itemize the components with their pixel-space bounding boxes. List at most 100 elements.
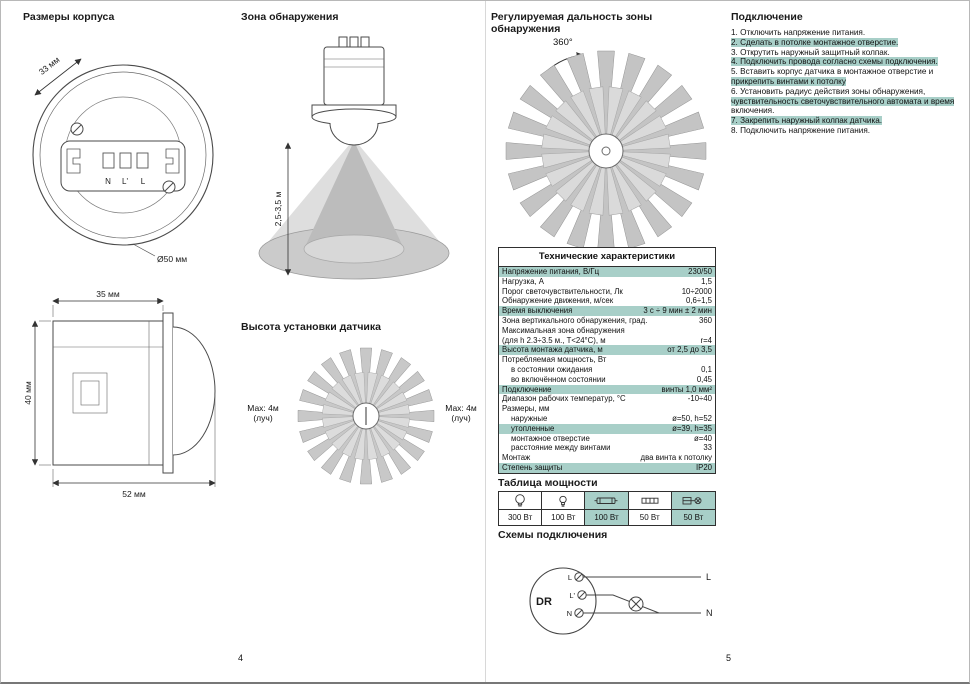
instruction-text: включения. [731,106,775,116]
terminal-label-l1: L' [122,177,128,186]
spec-row: Напряжение питания, В/Гц 230/50 [499,267,715,277]
screw-icon [70,122,84,136]
detection-zone-diagram: 2,5-3,5 м [258,36,450,280]
spec-value: ø=40 [694,433,712,443]
terminal-label-l: L [568,573,572,582]
spec-label: утопленные [511,423,555,433]
instruction-text: 2. Сделать в потолке монтажное отверстие… [731,37,899,47]
instruction-text: 8. Подключить напряжение питания. [731,125,871,135]
housing-top-view-diagram: N L' L 33 мм Ø50 мм [32,54,214,264]
spec-row: в состоянии ожидания 0,1 [499,365,715,375]
spec-label: в состоянии ожидания [511,364,593,374]
mounting-flange [162,312,174,474]
instruction-text: 1. Отключить напряжение питания. [731,28,866,37]
spec-label: Обнаружение движения, м/сек [502,296,614,306]
screw-icon [162,180,176,194]
spec-row: Зона вертикального обнаружения, град. 360 [499,316,715,326]
spec-value: ø=50, h=52 [672,413,712,423]
section-title-detection-zone: Зона обнаружения [241,11,339,23]
adjustable-range-starburst [503,47,709,253]
mount-height-range-label: 2,5-3,5 м [273,192,283,227]
page-number-left: 4 [238,653,244,663]
spec-label: Максимальная зона обнаружения [502,325,625,335]
halogen-lamp-icon [559,495,567,507]
spec-value: 0,1 [701,364,712,374]
spec-label: Нагрузка, А [502,276,544,286]
detection-cone-inner [304,141,404,249]
section-title-adjustable-range: Регулируемая дальность зоны обнаружения [491,11,653,35]
section-title-connection: Подключение [731,11,803,23]
spec-value: 230/50 [688,267,712,276]
spec-row: Диапазон рабочих температур, °С -10÷40 [499,394,715,404]
spec-label: Размеры, мм [502,404,550,414]
spec-value: 3 с ÷ 9 мин ± 2 мин [643,306,712,316]
page-number-right: 5 [726,653,732,663]
spec-row: Максимальная зона обнаружения [499,326,715,336]
spec-label: Потребляемая мощность, Вт [502,355,607,365]
housing-side-view-diagram: 35 мм 40 мм 52 мм [23,289,216,499]
terminal-symbol [574,608,584,618]
dim-width-label: 35 мм [96,289,120,299]
section-title-power-table: Таблица мощности [498,477,598,489]
spring-clip-right [165,148,180,174]
tech-specs-title: Технические характеристики [499,248,715,267]
power-cell-icon [499,492,543,510]
instruction-line: 2. Сделать в потолке монтажное отверстие… [731,37,963,48]
power-cell-icon [542,492,586,510]
sensor-dome [329,122,379,146]
spec-label: расстояние между винтами [511,443,611,453]
instruction-line: прикрепить винтами к потолку [731,76,963,87]
spec-label: во включённом состоянии [511,374,606,384]
fluorescent-lamp-icon [594,497,618,504]
sensor-body-section [52,320,164,466]
spec-value: 0,6÷1,5 [686,296,712,306]
spec-row: во включённом состоянии 0,45 [499,375,715,385]
terminal-label-l2: L [141,177,146,186]
spec-value: 1,5 [701,276,712,286]
terminal-l2 [136,152,149,169]
energy-saving-lamp-icon [641,497,659,504]
spec-value: -10÷40 [687,394,712,404]
spec-label: (для h 2.3÷3.5 м., Т<24°С), м [502,335,606,345]
instruction-text: 7. Закрепить наружный колпак датчика. [731,116,883,126]
power-cell-icon [671,492,715,510]
spec-value: 360 [698,315,712,325]
spec-label: Подключение [502,384,552,394]
power-cell-value: 300 Вт [499,510,543,525]
power-cell-value: 100 Вт [585,510,629,525]
spec-row: Потребляемая мощность, Вт [499,355,715,365]
terminal-symbol [577,590,587,600]
lamp-symbol [628,596,644,612]
power-cell-icon [585,492,629,510]
spec-row: монтажное отверстие ø=40 [499,434,715,444]
spec-value: два винта к потолку [640,453,712,463]
terminal-label-n: N [105,177,111,186]
power-cell-value: 50 Вт [629,510,672,525]
wiring-diagram: DR L L' N L N [529,567,713,635]
spec-label: Напряжение питания, В/Гц [502,267,600,276]
spec-label: монтажное отверстие [511,433,590,443]
power-cell-value: 50 Вт [671,510,715,525]
tech-specs-body: Напряжение питания, В/Гц 230/50 Нагрузка,… [499,267,715,473]
spec-label: Зона вертикального обнаружения, град. [502,315,648,325]
instruction-text: 6. Установить радиус действия зоны обнар… [731,86,926,96]
instruction-line: 1. Отключить напряжение питания. [731,28,963,38]
spec-label: Монтаж [502,453,531,463]
angle-360-label: 360° [553,37,573,48]
sensor-dome [172,326,216,456]
power-table: 300 Вт 100 Вт 100 Вт 50 Вт 50 Вт [498,491,716,526]
spec-value: 0,45 [696,374,712,384]
instruction-line: 7. Закрепить наружный колпак датчика. [731,116,963,126]
terminal-label-l2: L' [569,591,575,600]
terminal-l1 [119,152,132,169]
spec-label: Диапазон рабочих температур, °С [502,394,626,404]
instruction-text: прикрепить винтами к потолку [731,76,846,86]
terminal-n [102,152,115,169]
section-title-wiring: Схемы подключения [498,529,608,541]
